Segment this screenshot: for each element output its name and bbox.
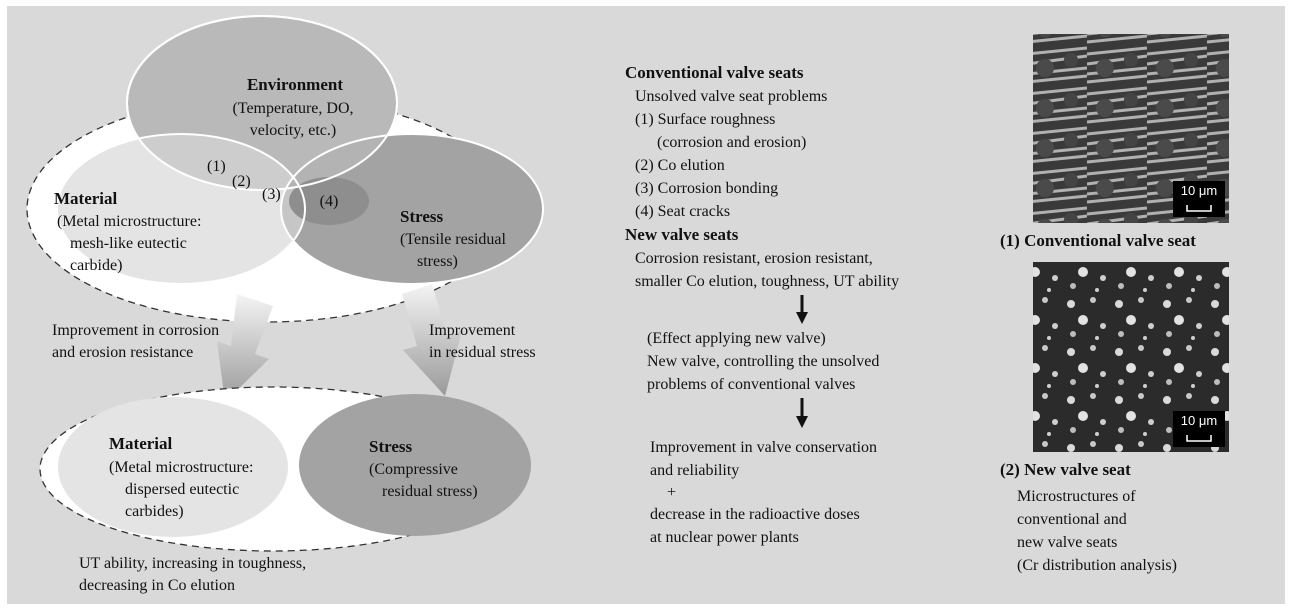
material-outline (56, 133, 306, 285)
improved-stress-circle (299, 394, 531, 536)
material-environment-overlap (127, 134, 305, 190)
improved-material-line: dispersed eutectic (125, 481, 239, 498)
result-line: Improvement in valve conservation (650, 439, 877, 456)
result-plus: + (667, 484, 676, 501)
improved-material-line: carbides) (125, 503, 184, 520)
material-line: carbide) (70, 257, 122, 274)
environment-title: Environment (247, 75, 343, 94)
result-line: decrease in the radioactive doses (650, 506, 860, 523)
conventional-heading: Conventional valve seats (625, 63, 804, 82)
down-arrow-icon (796, 295, 808, 324)
right-arrow-label: in residual stress (429, 344, 536, 361)
figure-note: (Cr distribution analysis) (1017, 557, 1177, 574)
scale-bar-label: 10 μm (1181, 413, 1217, 428)
improved-stress-title: Stress (369, 437, 413, 456)
new-seats-line: Corrosion resistant, erosion resistant, (635, 250, 873, 267)
diagram-svg: Environment (Temperature, DO, velocity, … (26, 15, 1229, 594)
scale-bar-line (1186, 205, 1212, 212)
new-caption: (2) New valve seat (1000, 460, 1131, 479)
scale-bar-label: 10 μm (1181, 183, 1217, 198)
improved-material-line: (Metal microstructure: (109, 459, 253, 476)
result-line: at nuclear power plants (650, 529, 799, 546)
down-arrow-icon (796, 398, 808, 428)
left-arrow-label: Improvement in corrosion (52, 322, 219, 339)
effect-line: problems of conventional valves (647, 376, 855, 393)
figure-note: conventional and (1017, 511, 1127, 528)
left-arrow-label: and erosion resistance (52, 344, 193, 361)
region-label-1: (1) (207, 158, 226, 175)
conventional-line: (3) Corrosion bonding (635, 180, 778, 197)
stress-outline (280, 133, 544, 285)
improved-material-circle (58, 397, 288, 537)
region-label-4: (4) (320, 193, 339, 210)
left-improvement-arrow (217, 294, 273, 402)
improved-stress-line: (Compressive (369, 461, 458, 478)
effect-line: (Effect applying new valve) (647, 330, 826, 347)
conventional-line: (corrosion and erosion) (657, 134, 806, 151)
conventional-line: (4) Seat cracks (635, 203, 730, 220)
bottom-note: UT ability, increasing in toughness, (79, 555, 306, 572)
stress-line: (Tensile residual (400, 231, 507, 248)
improved-material-title: Material (109, 434, 173, 453)
figure-note: new valve seats (1017, 534, 1117, 551)
result-line: and reliability (650, 462, 739, 479)
conventional-line: Unsolved valve seat problems (635, 88, 827, 105)
conventional-line: (2) Co elution (635, 157, 725, 174)
material-title: Material (54, 189, 118, 208)
stress-line: stress) (417, 253, 458, 270)
new-seats-heading: New valve seats (625, 225, 739, 244)
improved-stress-line: residual stress) (382, 483, 478, 500)
effect-line: New valve, controlling the unsolved (647, 353, 879, 370)
material-line: mesh-like eutectic (70, 235, 187, 252)
diagram-canvas: Environment (Temperature, DO, velocity, … (7, 6, 1285, 604)
environment-outline (126, 15, 398, 191)
scale-bar-line (1186, 435, 1212, 442)
new-seats-line: smaller Co elution, toughness, UT abilit… (635, 273, 899, 290)
region-label-2: (2) (232, 173, 251, 190)
environment-line: (Temperature, DO, (232, 100, 353, 117)
stress-title: Stress (400, 207, 444, 226)
region-label-3: (3) (262, 186, 281, 203)
bottom-note: decreasing in Co elution (79, 577, 235, 594)
right-improvement-arrow (402, 284, 462, 396)
material-line: (Metal microstructure: (57, 213, 201, 230)
environment-line: velocity, etc.) (250, 122, 336, 139)
conventional-caption: (1) Conventional valve seat (1000, 231, 1196, 250)
figure-note: Microstructures of (1017, 488, 1136, 505)
conventional-line: (1) Surface roughness (635, 111, 775, 128)
right-arrow-label: Improvement (429, 322, 516, 339)
center-region-4 (289, 177, 369, 225)
